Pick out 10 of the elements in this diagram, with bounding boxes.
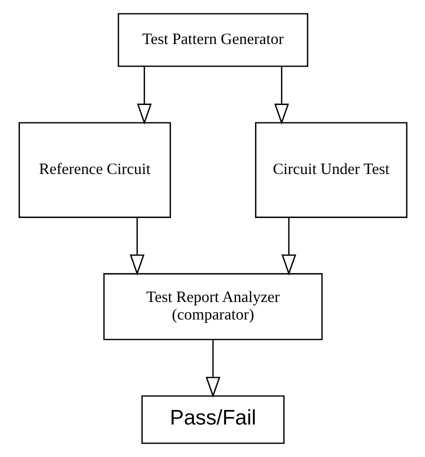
node-box: Pass/Fail xyxy=(140,395,284,444)
arrow xyxy=(274,66,288,125)
node-box: Circuit Under Test xyxy=(254,122,407,218)
arrow xyxy=(136,66,152,125)
node-box: Test Pattern Generator xyxy=(117,13,308,67)
node-box: Reference Circuit xyxy=(18,122,170,218)
arrow xyxy=(205,340,220,398)
arrow xyxy=(281,217,296,276)
node-box: Test Report Analyzer (comparator) xyxy=(102,273,322,340)
arrow xyxy=(129,217,144,276)
